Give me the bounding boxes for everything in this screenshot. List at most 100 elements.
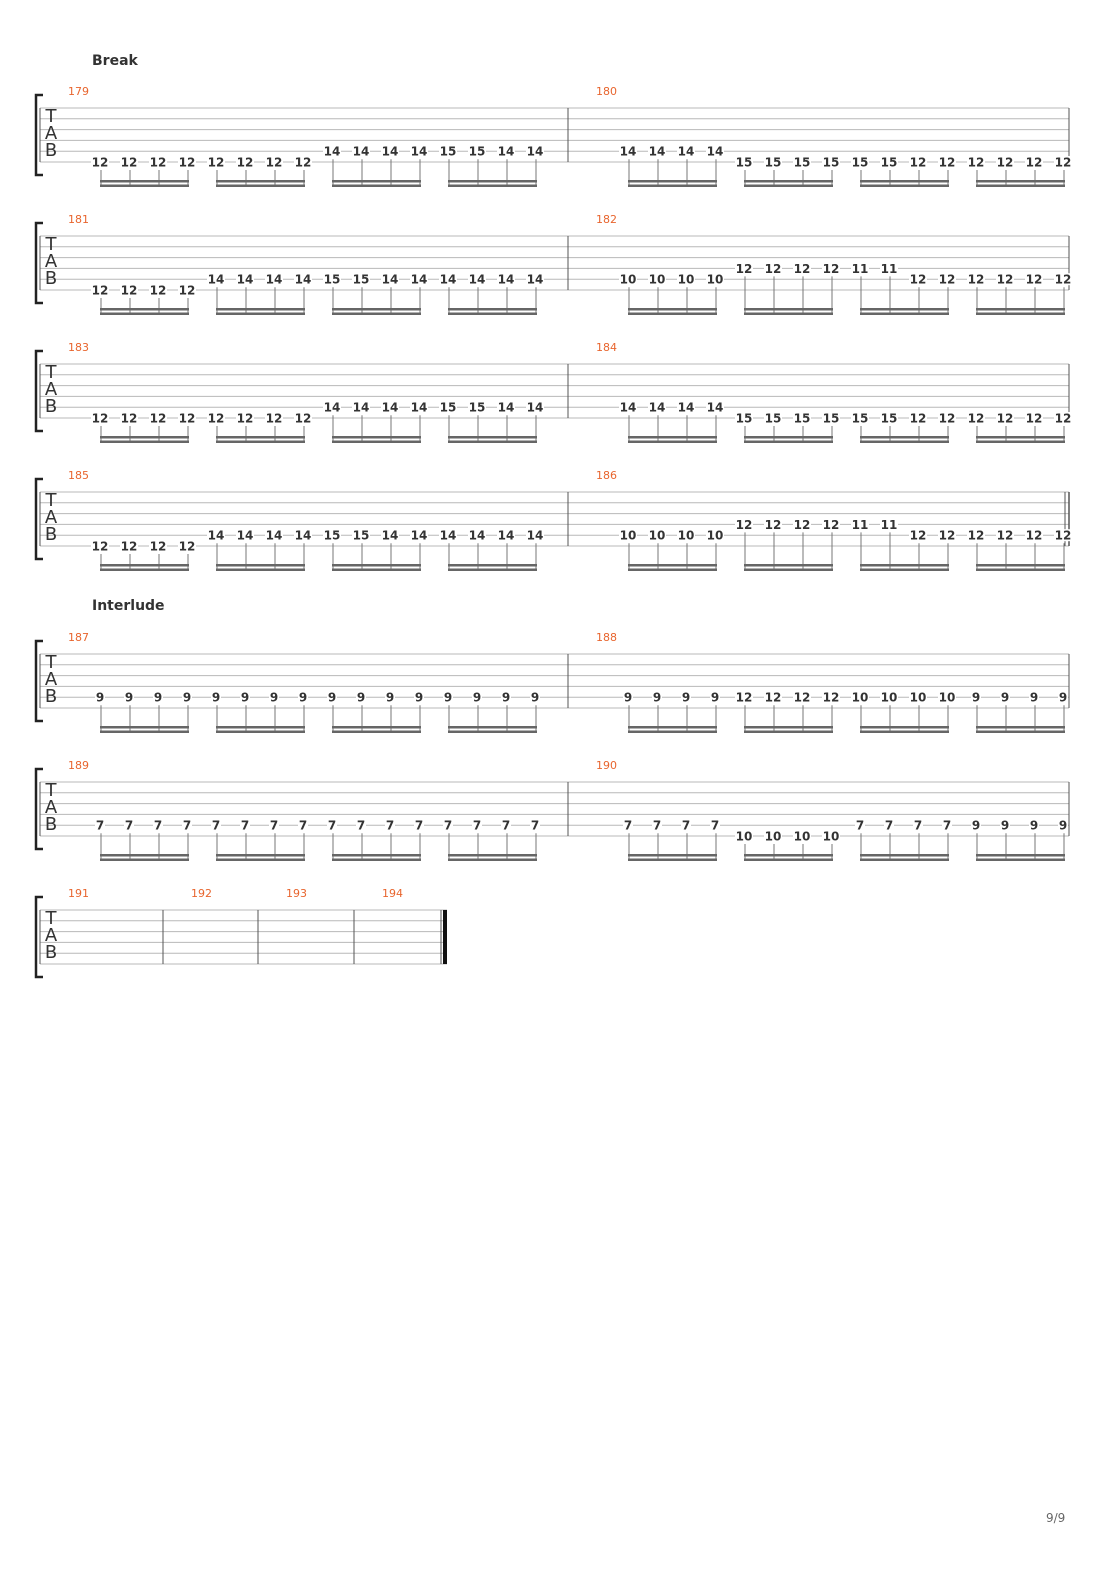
fret-number: 7 [415, 819, 423, 833]
beam [332, 308, 421, 311]
fret-background [793, 518, 811, 531]
fret-number: 9 [682, 691, 690, 705]
fret-number: 12 [736, 262, 753, 276]
fret-background [1000, 819, 1010, 832]
fret-background [851, 262, 869, 275]
fret-background [327, 819, 337, 832]
fret-number: 10 [649, 529, 666, 543]
fret-number: 14 [382, 145, 399, 159]
fret-number: 12 [736, 518, 753, 532]
fret-number: 15 [736, 156, 753, 170]
fret-number: 10 [794, 830, 811, 844]
fret-background [851, 412, 869, 424]
fret-number: 9 [1059, 819, 1067, 833]
fret-background [1029, 691, 1039, 704]
fret-number: 12 [150, 284, 167, 298]
tab-clef-letter: T [45, 490, 58, 511]
fret-background [1054, 412, 1072, 424]
fret-number: 12 [968, 273, 985, 287]
fret-number: 12 [266, 412, 283, 426]
fret-number: 12 [179, 412, 196, 426]
fret-background [240, 819, 250, 832]
beam [216, 730, 305, 733]
fret-number: 12 [823, 262, 840, 276]
fret-background [706, 401, 724, 414]
section-label-break: Break [92, 53, 138, 69]
fret-background [913, 819, 923, 832]
fret-background [764, 830, 782, 842]
beam [860, 726, 949, 729]
fret-number: 9 [386, 691, 394, 705]
fret-background [619, 529, 637, 542]
beam [744, 726, 833, 729]
fret-background [880, 691, 898, 704]
fret-background [706, 529, 724, 542]
fret-number: 14 [266, 273, 283, 287]
fret-number: 12 [179, 284, 196, 298]
fret-number: 10 [939, 691, 956, 705]
tab-clef-letter: A [45, 251, 58, 272]
fret-background [967, 412, 985, 424]
fret-number: 12 [1055, 529, 1072, 543]
fret-background [530, 819, 540, 832]
beam [332, 440, 421, 443]
fret-number: 7 [125, 819, 133, 833]
fret-number: 12 [794, 518, 811, 532]
beam [448, 312, 537, 315]
beam [216, 726, 305, 729]
measure-number: 194 [382, 887, 403, 900]
beam [976, 730, 1065, 733]
fret-number: 14 [353, 401, 370, 415]
fret-number: 12 [736, 691, 753, 705]
fret-number: 7 [502, 819, 510, 833]
fret-number: 15 [736, 412, 753, 426]
fret-background [938, 156, 956, 168]
fret-background [381, 401, 399, 414]
fret-background [652, 691, 662, 704]
beam [448, 568, 537, 571]
beam [976, 726, 1065, 729]
fret-number: 10 [736, 830, 753, 844]
fret-background [938, 529, 956, 542]
fret-number: 7 [212, 819, 220, 833]
fret-number: 7 [624, 819, 632, 833]
beam [628, 854, 717, 857]
fret-number: 14 [620, 145, 637, 159]
beam [332, 564, 421, 567]
measure-number: 187 [68, 631, 89, 644]
beam [628, 440, 717, 443]
fret-number: 14 [678, 145, 695, 159]
fret-background [735, 518, 753, 531]
fret-number: 12 [910, 156, 927, 170]
fret-background [207, 529, 225, 542]
fret-background [909, 412, 927, 424]
fret-number: 15 [440, 401, 457, 415]
fret-number: 15 [765, 156, 782, 170]
fret-number: 9 [154, 691, 162, 705]
fret-number: 9 [653, 691, 661, 705]
fret-background [468, 145, 486, 158]
fret-number: 10 [765, 830, 782, 844]
fret-number: 14 [707, 401, 724, 415]
fret-number: 12 [1055, 412, 1072, 426]
fret-background [269, 819, 279, 832]
tab-clef-letter: A [45, 507, 58, 528]
fret-number: 15 [353, 273, 370, 287]
fret-background [967, 156, 985, 168]
fret-number: 12 [910, 273, 927, 287]
beam [100, 854, 189, 857]
fret-background [880, 262, 898, 275]
fret-background [623, 691, 633, 704]
fret-number: 15 [324, 273, 341, 287]
fret-number: 12 [968, 412, 985, 426]
fret-number: 14 [527, 273, 544, 287]
fret-number: 12 [1055, 273, 1072, 287]
fret-background [501, 691, 511, 704]
beam [860, 312, 949, 315]
fret-background [884, 819, 894, 832]
fret-background [706, 273, 724, 286]
beam [744, 184, 833, 187]
fret-background [938, 273, 956, 286]
fret-background [120, 156, 138, 168]
